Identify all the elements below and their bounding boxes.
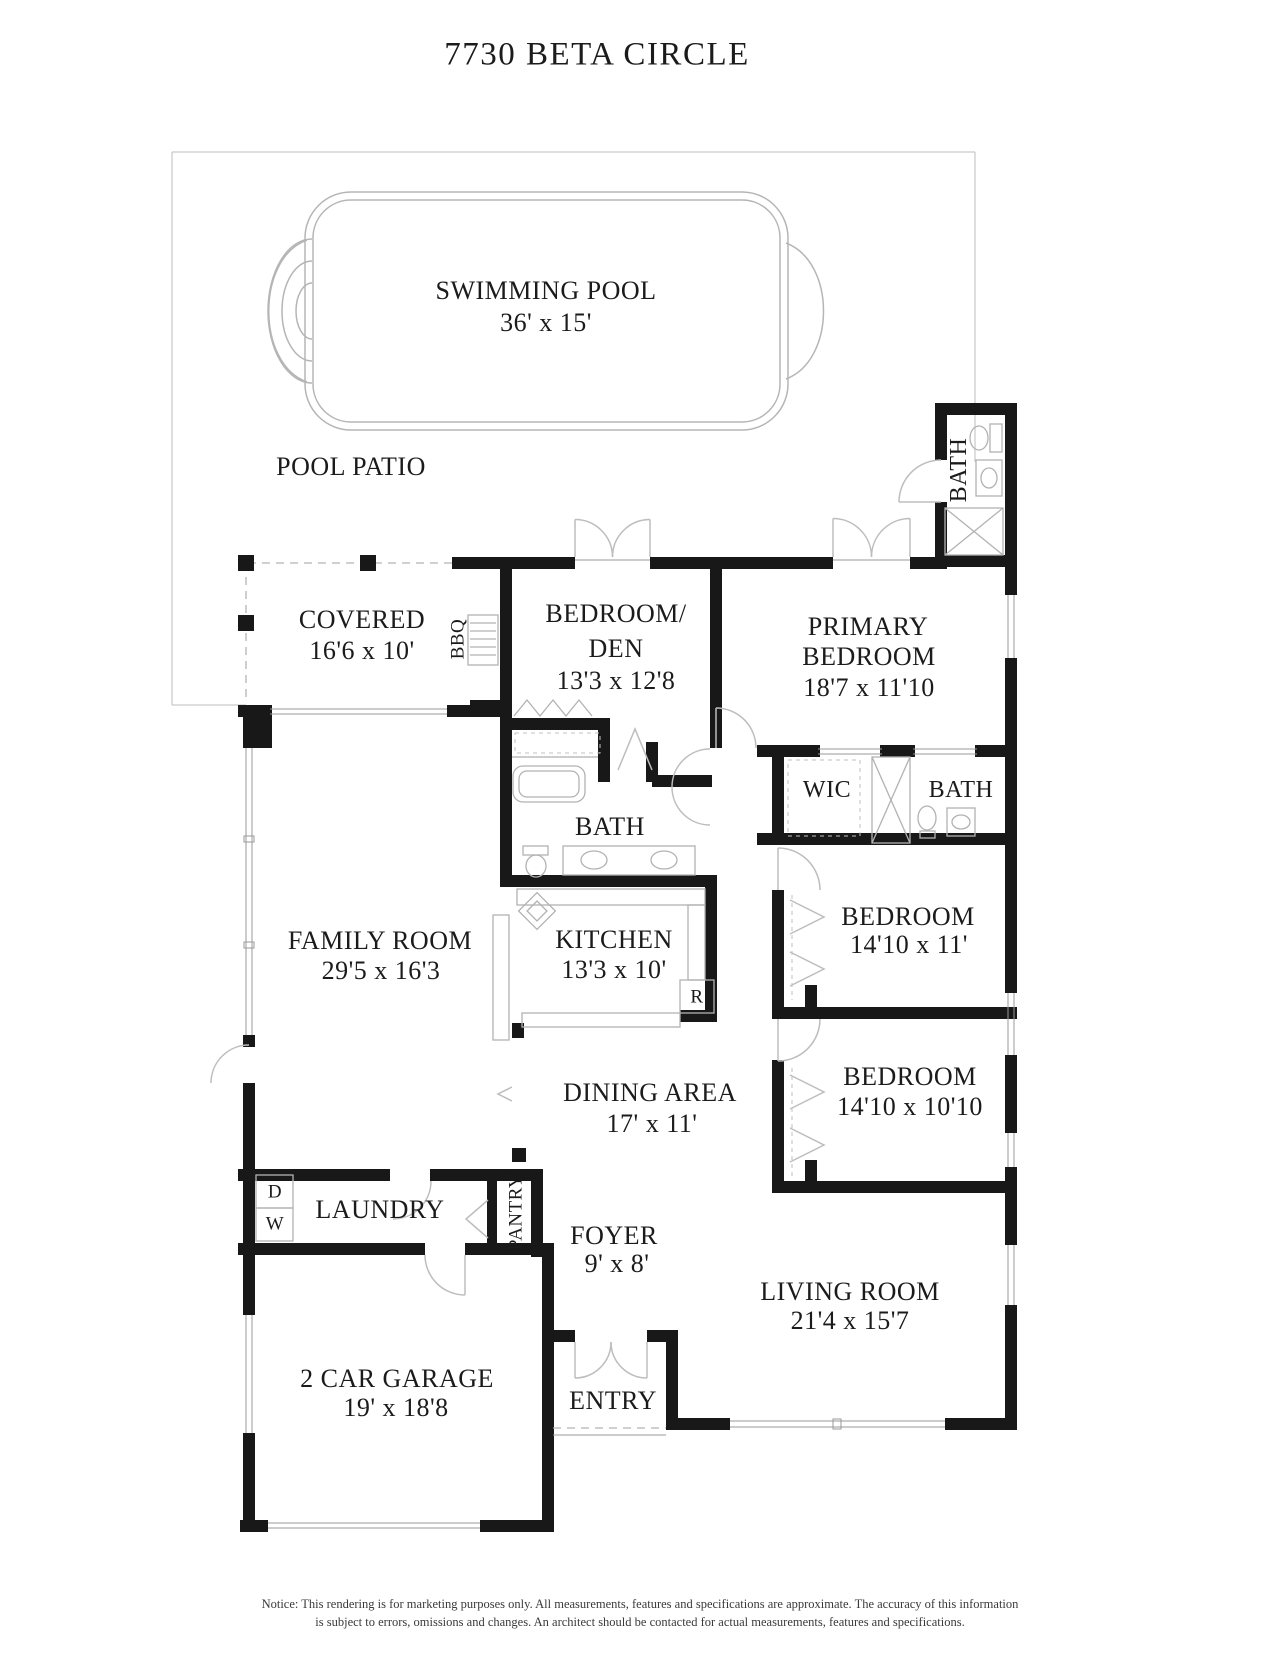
pool-bath-shower-icon	[944, 507, 1004, 556]
covered-label: COVERED	[298, 605, 426, 634]
refrigerator-label: R	[690, 986, 704, 1008]
bedroom-den-dims: 13'3 x 12'8	[556, 666, 676, 695]
primary-bath-label: BATH	[928, 777, 994, 803]
foyer-label: FOYER	[570, 1221, 658, 1250]
pool-dims: 36' x 15'	[500, 308, 592, 337]
washer-dryer-icons	[255, 1174, 294, 1242]
bathtub-icon	[512, 765, 586, 803]
kitchen-label: KITCHEN	[555, 925, 673, 954]
pool-bath-label: BATH	[946, 437, 972, 503]
bedroom-2-label: BEDROOM	[843, 1062, 977, 1091]
garage-dims: 19' x 18'8	[343, 1393, 449, 1422]
foyer-dims: 9' x 8'	[584, 1249, 650, 1278]
bedroom-den-label-2: DEN	[588, 634, 644, 663]
washer-label: W	[265, 1213, 285, 1235]
kitchen-sink-icon	[517, 891, 557, 931]
windows	[243, 559, 1015, 1529]
pool-bath-sink-icon	[975, 459, 1003, 497]
page-title: 7730 BETA CIRCLE	[444, 36, 750, 73]
bedroom-den-label-1: BEDROOM/	[545, 599, 687, 628]
walls	[238, 403, 1017, 1532]
dining-area-dims: 17' x 11'	[606, 1109, 698, 1138]
hall-bath-vanity-icon	[562, 845, 696, 876]
family-room-label: FAMILY ROOM	[287, 926, 473, 955]
family-room-dims: 29'5 x 16'3	[321, 956, 441, 985]
hall-bath-label: BATH	[575, 812, 645, 841]
primary-bedroom-label-1: PRIMARY	[807, 612, 929, 641]
bedroom-1-dims: 14'10 x 11'	[850, 930, 968, 959]
notice-line-1: Notice: This rendering is for marketing …	[261, 1597, 1019, 1611]
pool-patio-label: POOL PATIO	[276, 452, 426, 481]
primary-bedroom-label-2: BEDROOM	[802, 642, 936, 671]
garage-label: 2 CAR GARAGE	[300, 1364, 494, 1393]
fixtures	[255, 423, 1004, 1242]
covered-dims: 16'6 x 10'	[309, 636, 415, 665]
living-room-label: LIVING ROOM	[760, 1277, 940, 1306]
dining-area-label: DINING AREA	[563, 1078, 737, 1107]
bbq-label: BBQ	[447, 618, 469, 660]
entry-label: ENTRY	[569, 1386, 657, 1415]
primary-shower-icon	[871, 756, 911, 844]
pool-bath-toilet-icon	[969, 423, 1003, 453]
primary-bedroom-dims: 18'7 x 11'10	[803, 673, 935, 702]
bedroom-2-dims: 14'10 x 10'10	[837, 1092, 983, 1121]
wic-label: WIC	[802, 777, 852, 803]
laundry-label: LAUNDRY	[315, 1195, 445, 1224]
primary-bath-sink-icon	[946, 807, 976, 837]
bbq-grill-icon	[467, 614, 499, 666]
notice-line-2: is subject to errors, omissions and chan…	[315, 1615, 965, 1629]
covered-patio-outline	[238, 555, 452, 703]
pool-label: SWIMMING POOL	[435, 276, 657, 305]
hall-bath-toilet-icon	[522, 845, 549, 878]
primary-bath-toilet-icon	[917, 805, 937, 839]
refrigerator-icon	[679, 979, 715, 1014]
living-room-dims: 21'4 x 15'7	[790, 1306, 910, 1335]
pantry-label: PANTRY	[505, 1173, 527, 1251]
kitchen-dims: 13'3 x 10'	[561, 955, 667, 984]
closet-rod-icon	[513, 698, 593, 718]
doors	[210, 459, 942, 1436]
bedroom-1-label: BEDROOM	[841, 902, 975, 931]
dryer-label: D	[267, 1181, 283, 1203]
swimming-pool-outline	[267, 191, 825, 431]
